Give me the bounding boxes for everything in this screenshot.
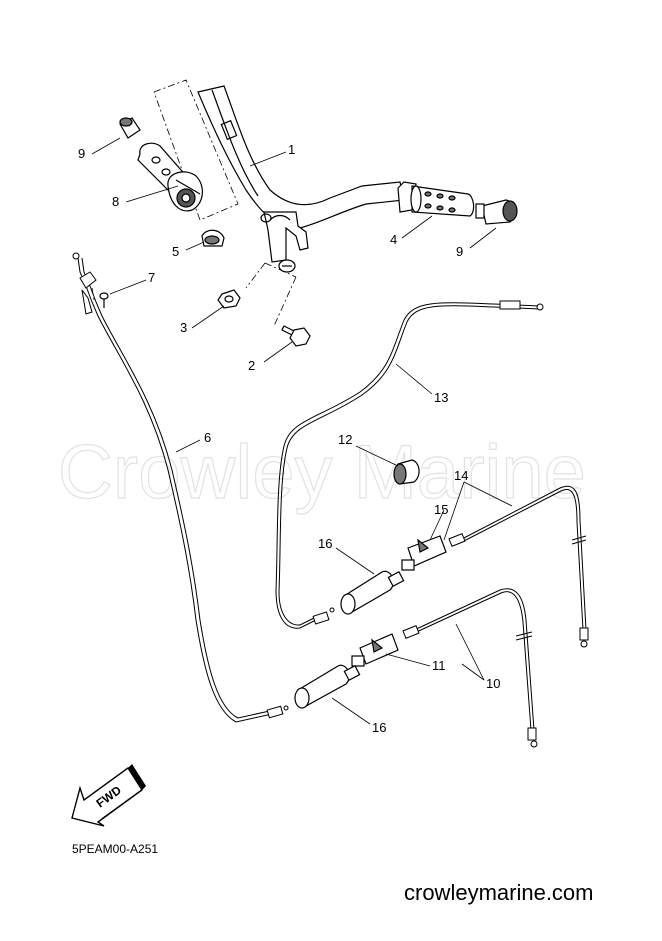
callout-9-right: 9	[456, 244, 463, 259]
watermark-text: Crowley Marine	[58, 430, 586, 515]
callout-7: 7	[148, 270, 155, 285]
cable-10	[402, 588, 538, 748]
callout-labels: 1 2 3 4 5 6 7 8 9 9 10 11 12 13 14 15 16…	[78, 142, 500, 735]
steering-handle-bar	[197, 85, 405, 273]
leader-lines	[91, 137, 513, 725]
left-grip	[137, 142, 203, 212]
callout-16-upper: 16	[318, 536, 332, 551]
callout-2: 2	[248, 358, 255, 373]
collar	[201, 229, 225, 247]
callout-5: 5	[172, 244, 179, 259]
fwd-arrow-icon: FWD	[71, 764, 146, 827]
callout-12: 12	[338, 432, 352, 447]
cable-holder-upper	[401, 535, 447, 571]
boot-lower	[294, 664, 361, 709]
right-grip	[397, 181, 475, 217]
long-cable	[275, 300, 544, 629]
boot-upper	[340, 570, 405, 615]
bolt	[281, 325, 311, 347]
callout-10: 10	[486, 676, 500, 691]
nut	[217, 289, 241, 309]
callout-11: 11	[432, 658, 446, 673]
callout-4: 4	[390, 232, 397, 247]
grip-end-right	[475, 199, 518, 225]
callout-16-lower: 16	[372, 720, 386, 735]
website-text: crowleymarine.com	[404, 880, 594, 905]
callout-8: 8	[112, 194, 119, 209]
callout-3: 3	[180, 320, 187, 335]
callout-6: 6	[204, 430, 211, 445]
callout-15: 15	[434, 502, 448, 517]
cable-holder-lower	[351, 633, 399, 667]
throttle-cable	[72, 252, 289, 723]
grip-end-left	[119, 117, 141, 139]
sleeve	[393, 459, 420, 485]
callout-14: 14	[454, 468, 468, 483]
callout-9-left: 9	[78, 146, 85, 161]
callout-13: 13	[434, 390, 448, 405]
part-code: 5PEAM00-A251	[72, 842, 159, 856]
cable-14	[448, 485, 589, 648]
callout-1: 1	[288, 142, 295, 157]
screw	[99, 292, 109, 308]
